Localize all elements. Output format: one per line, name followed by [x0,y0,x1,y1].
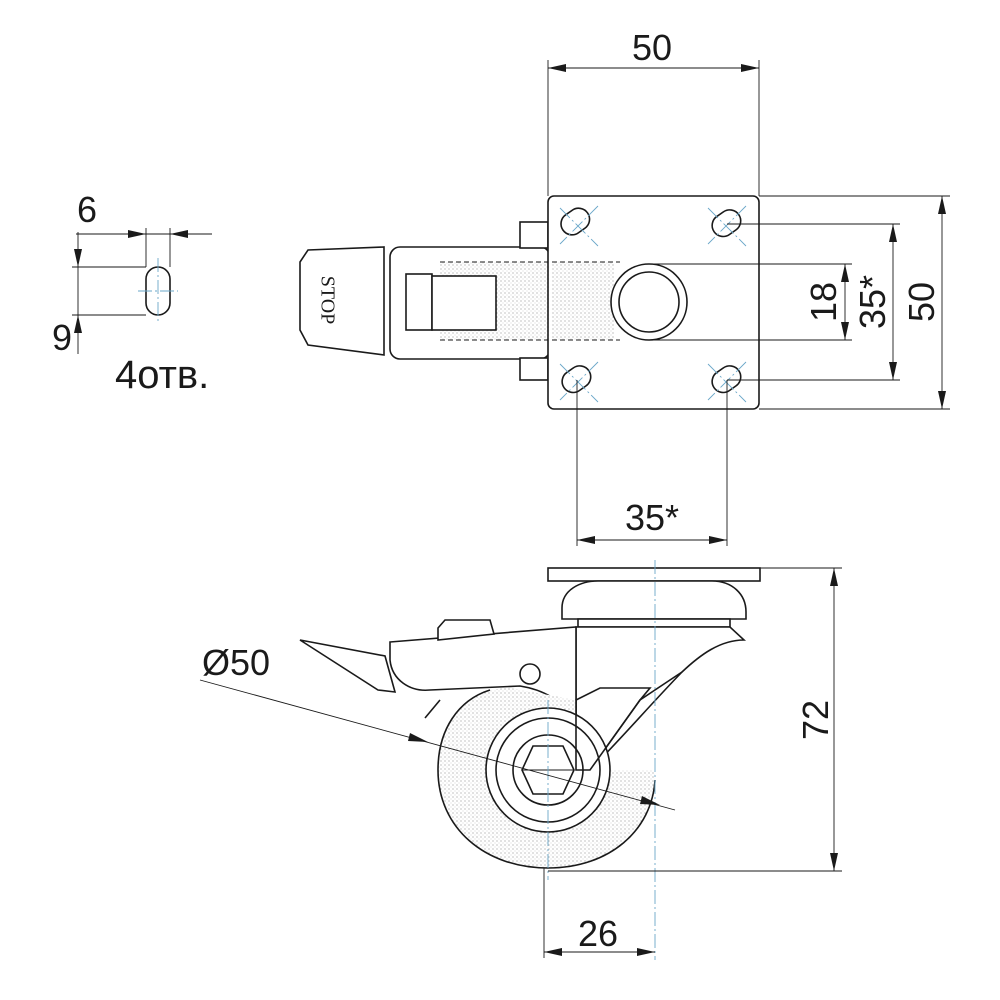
inner-height-arrow-bottom [889,362,897,380]
wheel-width-label: 26 [578,913,618,954]
spigot-outer [610,263,688,341]
slot-length-label: 9 [52,317,72,358]
brake-pedal-side [299,639,397,693]
plate-hatch-band [552,262,614,340]
side-view: Ø50 72 26 [199,560,842,960]
slot-detail: 6 9 4отв. [52,189,212,397]
inner-height-arrow-top [889,224,897,242]
hole-spacing-arrow-left [577,536,595,544]
right-height-label: 50 [901,282,942,322]
bracket-side-bottom [519,357,549,381]
side-plate [547,567,761,582]
slot-width-arrow-right [170,230,188,238]
mounting-hole-bottom-left [559,361,599,403]
brake-stop-label: STOP [316,276,338,325]
top-view: STOP [299,27,950,546]
brake-arm-window [405,273,433,331]
spigot-arrow-bottom [841,322,849,340]
top-width-label: 50 [632,27,672,68]
total-height-label: 72 [795,700,836,740]
wheel-width-arrow-right [637,948,655,956]
slot-length-arrow-bottom [74,315,82,333]
wheel-tyre-right [547,779,656,869]
wheel-diameter-arrow-b [640,796,660,805]
mounting-hole-top-left [559,205,599,247]
total-height-arrow-bottom [830,853,838,871]
slot-width-label: 6 [77,189,97,230]
right-height-arrow-top [938,196,946,214]
spigot-inner [618,271,680,333]
swivel-dome [561,580,747,620]
top-width-arrow-left [548,64,566,72]
holes-count-label: 4отв. [115,353,209,397]
inner-height-label: 35* [852,275,893,329]
wheel-diameter-label: Ø50 [202,642,270,683]
total-height-arrow-top [830,568,838,586]
right-height-arrow-bottom [938,391,946,409]
swivel-ring [577,618,731,628]
hole-spacing-arrow-right [709,536,727,544]
slot-length-arrow-top [74,249,82,267]
wheel-diameter-leader [199,679,676,811]
brake-pivot-hole [519,663,541,685]
wheel-diameter-arrow-a [408,733,428,742]
hole-spacing-label: 35* [625,497,679,538]
wheel-tyre-outline [437,689,549,869]
fork-overlay [575,687,652,771]
top-width-arrow-right [741,64,759,72]
wheel [437,687,656,869]
brake-pedal [299,246,385,356]
brake-pedal-tab [437,619,496,641]
bracket-side-top [519,221,549,249]
mounting-hole-top-right [707,205,747,247]
spigot-arrow-top [841,264,849,282]
brake-arm-slot [431,275,497,331]
slot-width-arrow-left [128,230,146,238]
spigot-label: 18 [803,282,844,322]
brake-cam [424,699,441,719]
wheel-width-arrow-left [544,948,562,956]
